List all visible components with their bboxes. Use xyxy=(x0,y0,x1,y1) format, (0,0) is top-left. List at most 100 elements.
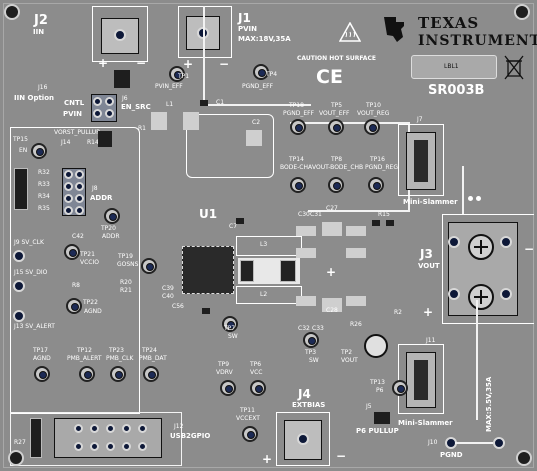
tp1[interactable] xyxy=(169,66,185,82)
c39-label: C39 xyxy=(162,285,174,292)
j15-pin[interactable] xyxy=(13,280,25,292)
r35-label: R35 xyxy=(38,205,50,212)
j7-via-2 xyxy=(476,196,481,201)
tp15-label: EN xyxy=(19,147,28,154)
center-plus: + xyxy=(326,265,337,279)
c2-pad xyxy=(246,130,262,146)
j5-label: P6 PULLUP xyxy=(356,427,399,435)
tp8[interactable] xyxy=(328,177,344,193)
j14-label: J14 xyxy=(61,139,71,146)
tp21-label: VCCIO xyxy=(80,259,99,266)
tp4-label: PGND_EFF xyxy=(242,83,274,90)
j4-name: EXTBIAS xyxy=(292,401,326,409)
cap-bank-top-1 xyxy=(296,226,316,236)
tp16[interactable] xyxy=(368,177,384,193)
j3-screw-top xyxy=(468,234,494,260)
r33-label: R33 xyxy=(38,181,50,188)
j12-pin-6 xyxy=(74,442,83,451)
j12-pin-2 xyxy=(90,424,99,433)
j10-pin-2[interactable] xyxy=(493,437,505,449)
pvin-label: PVIN xyxy=(63,110,83,118)
tp12[interactable] xyxy=(79,366,95,382)
tp5[interactable] xyxy=(328,119,344,135)
hot-surface-icon xyxy=(338,21,362,42)
tp10[interactable] xyxy=(364,119,380,135)
tp7[interactable] xyxy=(222,316,238,332)
tp20[interactable] xyxy=(104,208,120,224)
tp3-ref: TP3 xyxy=(305,349,317,356)
cap-bank-bot-3 xyxy=(346,296,366,306)
j9-pin[interactable] xyxy=(13,250,25,262)
tp11[interactable] xyxy=(242,426,258,442)
tp18[interactable] xyxy=(290,119,306,135)
tp13[interactable] xyxy=(392,380,408,396)
label-box xyxy=(411,55,497,79)
l1-label: L1 xyxy=(166,101,174,108)
smd-part-1 xyxy=(200,100,208,106)
tp2-cap xyxy=(364,334,388,358)
tp19-ref: TP19 xyxy=(118,253,133,260)
tp24-label: PMB_DAT xyxy=(139,355,167,362)
tp6-label: VCC xyxy=(250,369,263,376)
tp14[interactable] xyxy=(290,177,306,193)
tp22[interactable] xyxy=(66,298,82,314)
j9-label: J9 SV_CLK xyxy=(14,239,44,246)
j5-ref: J5 xyxy=(366,403,372,410)
j1-outline xyxy=(178,6,232,58)
cap-bank-bot-2 xyxy=(322,298,342,312)
tp15[interactable] xyxy=(31,143,47,159)
pvin-trace-h xyxy=(203,104,311,106)
j1-name: PVIN xyxy=(238,25,258,33)
j6-label: EN_SRC xyxy=(121,103,151,111)
r21-label: R21 xyxy=(120,287,132,294)
j1-minus: − xyxy=(219,57,230,71)
j12-esd xyxy=(30,418,42,458)
j7-contacts xyxy=(414,140,428,182)
left-section-outline xyxy=(10,127,140,414)
c27-label: C27 xyxy=(326,205,338,212)
tp6[interactable] xyxy=(250,380,266,396)
tp21[interactable] xyxy=(64,244,80,260)
ti-logo-line1: TEXAS xyxy=(418,14,480,32)
cap-bank-mid-2 xyxy=(346,248,366,258)
j13-pin[interactable] xyxy=(13,310,25,322)
tp23[interactable] xyxy=(110,366,126,382)
cap-bank-bot-1 xyxy=(296,296,316,306)
tp10-label: VOUT_REG xyxy=(357,110,390,117)
ti-logo-icon xyxy=(381,13,411,43)
j13-label: J13 SV_ALERT xyxy=(14,323,55,330)
c2-label: C2 xyxy=(252,119,261,126)
r2-label: R2 xyxy=(394,309,402,316)
j8-pin-6 xyxy=(75,194,84,203)
r20-label: R20 xyxy=(120,279,132,286)
tp19[interactable] xyxy=(141,258,157,274)
j2-pin xyxy=(114,29,126,41)
l1-pad-2 xyxy=(183,112,199,130)
j3-screw-bottom xyxy=(468,284,494,310)
mounting-hole-bl xyxy=(8,450,24,466)
j7-ref: J7 xyxy=(417,116,423,123)
tp22-ref: TP22 xyxy=(83,299,98,306)
j2-plus: + xyxy=(98,56,109,70)
tp16-label: PGND_REG xyxy=(365,164,398,171)
tp4[interactable] xyxy=(253,64,269,80)
u1-chip xyxy=(182,246,234,294)
tp1-label: PVIN_EFF xyxy=(155,83,183,90)
j3-pin-4 xyxy=(500,288,512,300)
j10-bar xyxy=(455,442,495,444)
tp9-ref: TP9 xyxy=(218,361,230,368)
l1-pad-1 xyxy=(151,112,167,130)
tp3[interactable] xyxy=(303,332,319,348)
tp24[interactable] xyxy=(143,366,159,382)
tp9[interactable] xyxy=(220,380,236,396)
j15-label: J15 SV_DIO xyxy=(14,269,48,276)
tp3-label: SW xyxy=(309,357,319,364)
tp7-label: SW xyxy=(228,333,238,340)
j16-label: IIN Option xyxy=(14,94,55,102)
tp19-label: GOSNS xyxy=(117,261,139,268)
tp17[interactable] xyxy=(34,366,50,382)
l3-core-right xyxy=(280,260,296,282)
tp24-ref: TP24 xyxy=(142,347,157,354)
j3-pin-3 xyxy=(500,236,512,248)
j8-pin-3 xyxy=(64,182,73,191)
